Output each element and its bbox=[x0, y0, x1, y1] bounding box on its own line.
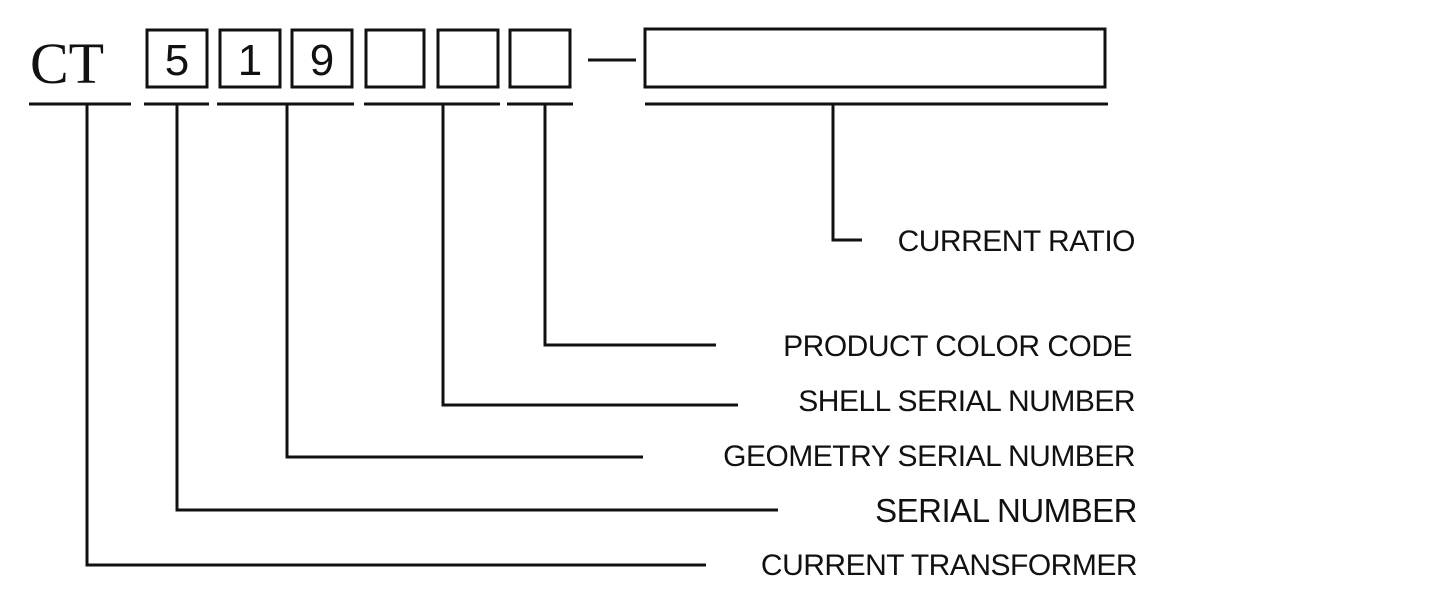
label-shell-serial-number: SHELL SERIAL NUMBER bbox=[798, 385, 1135, 418]
label-geometry-serial-number: GEOMETRY SERIAL NUMBER bbox=[723, 440, 1135, 473]
digit-2: 1 bbox=[238, 36, 262, 85]
code-prefix: CT bbox=[30, 31, 104, 96]
leader-lines bbox=[85, 104, 862, 567]
label-current-transformer: CURRENT TRANSFORMER bbox=[761, 549, 1137, 582]
digit-1: 5 bbox=[165, 36, 189, 85]
digit-box-3 bbox=[290, 28, 354, 89]
digit-box-2 bbox=[218, 28, 282, 89]
digit-box-5 bbox=[436, 28, 500, 89]
current-ratio-box bbox=[643, 27, 1107, 89]
digit-box-1 bbox=[145, 28, 209, 89]
label-product-color-code: PRODUCT COLOR CODE bbox=[783, 330, 1132, 363]
digit-3: 9 bbox=[310, 36, 334, 85]
label-serial-number: SERIAL NUMBER bbox=[875, 492, 1137, 529]
digit-box-6 bbox=[508, 28, 572, 89]
digit-box-4 bbox=[364, 28, 426, 89]
label-current-ratio: CURRENT RATIO bbox=[898, 225, 1135, 258]
